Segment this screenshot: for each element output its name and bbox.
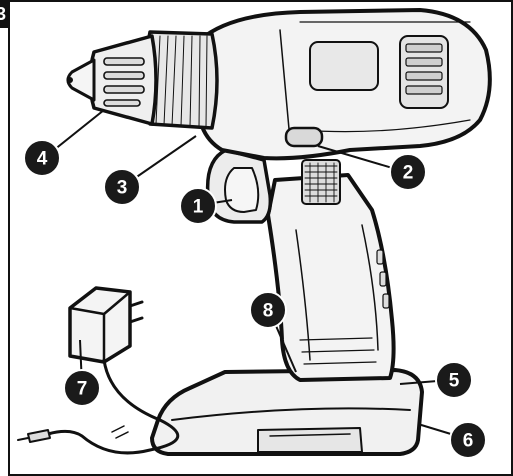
callout-1: 1	[179, 187, 217, 225]
plug-prong	[128, 300, 144, 308]
callout-5-label: 5	[449, 371, 460, 392]
battery-release-panel	[257, 427, 363, 453]
callout-2-label: 2	[403, 163, 414, 184]
charger-block	[68, 286, 132, 364]
housing-badge-area	[309, 41, 379, 91]
direction-slider	[284, 126, 324, 148]
callout-2: 2	[389, 153, 427, 191]
callout-5: 5	[435, 361, 473, 399]
figure-number-tab: 3	[0, 0, 9, 28]
callout-3: 3	[103, 168, 141, 206]
vent-grille	[399, 35, 449, 109]
callout-8: 8	[249, 291, 287, 329]
callout-6: 6	[449, 421, 487, 459]
charger-plug	[27, 429, 51, 443]
grip-texture	[301, 159, 341, 205]
charger-illustration	[17, 286, 180, 455]
keyless-chuck	[88, 34, 158, 126]
figure-border	[8, 0, 513, 476]
callout-7: 7	[63, 369, 101, 407]
trigger	[224, 167, 260, 213]
figure-number: 3	[0, 4, 7, 24]
drill-illustration	[66, 8, 492, 456]
callout-6-label: 6	[463, 431, 474, 452]
callout-3-label: 3	[117, 178, 128, 199]
callout-4-label: 4	[37, 149, 48, 170]
callout-7-label: 7	[77, 379, 88, 400]
callout-1-label: 1	[193, 197, 204, 218]
callout-8-label: 8	[263, 301, 274, 322]
charger-cord	[46, 358, 180, 455]
callout-4: 4	[23, 139, 61, 177]
